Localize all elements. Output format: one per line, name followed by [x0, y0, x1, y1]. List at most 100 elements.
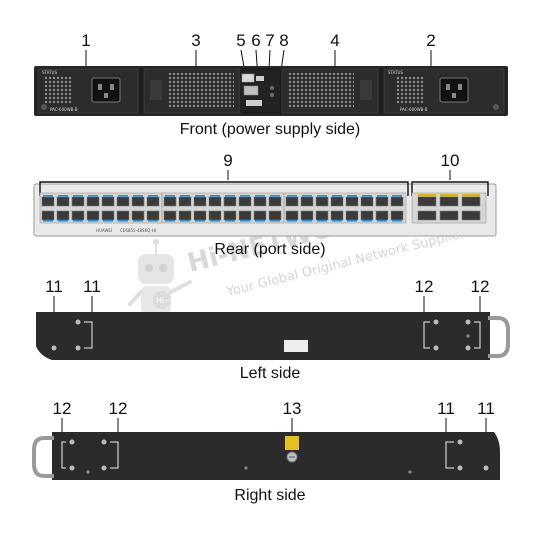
- sfp-port: [253, 196, 267, 207]
- sfp-port: [268, 210, 282, 221]
- sfp-port: [131, 210, 145, 221]
- usb-port-6: [256, 76, 264, 81]
- sfp-port: [163, 210, 177, 221]
- sfp-port: [330, 196, 344, 207]
- sfp-port: [390, 196, 404, 207]
- sfp-port: [41, 196, 55, 207]
- sfp-port: [285, 196, 299, 207]
- power-socket-right: [439, 77, 469, 103]
- psu-right-status: STATUS: [388, 70, 403, 75]
- front-view: 1 3 5 6 7 8 4 2: [34, 31, 508, 138]
- sfp-port: [41, 210, 55, 221]
- qsfp-port: [439, 210, 459, 221]
- sfp-port: [253, 210, 267, 221]
- sfp-port: [375, 210, 389, 221]
- fan-module-right: [281, 68, 379, 114]
- sfp-port: [360, 210, 374, 221]
- sfp-port: [375, 196, 389, 207]
- console-port-7: [243, 85, 259, 96]
- callout-1: 1: [81, 31, 90, 50]
- rear-caption: Rear (port side): [214, 241, 325, 258]
- left-mounting-ear: [488, 316, 510, 358]
- right-side-body: [52, 432, 500, 480]
- sfp-port: [238, 196, 252, 207]
- sfp-port: [178, 196, 192, 207]
- sfp-port: [163, 196, 177, 207]
- power-socket-left: [91, 77, 121, 103]
- sfp-port: [208, 210, 222, 221]
- sfp-port: [330, 210, 344, 221]
- sfp-port: [178, 210, 192, 221]
- sfp-port-group-3: [283, 192, 407, 224]
- sfp-port: [268, 196, 282, 207]
- left-side-body: [36, 312, 490, 360]
- sfp-port: [193, 196, 207, 207]
- callout-12-b: 12: [471, 277, 490, 296]
- psu-left-screw: [41, 104, 47, 110]
- sfp-port: [223, 210, 237, 221]
- sfp-port: [71, 196, 85, 207]
- sfp-port: [116, 196, 130, 207]
- psu-left-model: PAC-600WB-B: [50, 107, 78, 112]
- sfp-port: [71, 210, 85, 221]
- psu-right-model: PAC-600WB-B: [400, 107, 428, 112]
- rear-view: 9 10 HUAWEI CE6855-48S6Q-HI Rear (port s…: [33, 151, 497, 258]
- robot-mascot-logo: Hi~: [128, 239, 192, 314]
- rear-brand: HUAWEI: [96, 228, 112, 233]
- callout-9: 9: [223, 151, 232, 170]
- qsfp-port: [461, 210, 481, 221]
- qsfp-port: [417, 196, 437, 207]
- callout-11-b: 11: [83, 277, 101, 296]
- right-side-caption: Right side: [234, 487, 305, 504]
- sfp-port: [116, 210, 130, 221]
- sfp-port: [300, 196, 314, 207]
- sfp-port: [146, 196, 160, 207]
- callout-6: 6: [251, 31, 260, 50]
- callout-12-a: 12: [415, 277, 434, 296]
- sfp-port: [56, 196, 70, 207]
- psu-left: STATUS PAC-600WB-B: [37, 68, 139, 114]
- sfp-port: [86, 210, 100, 221]
- sfp-port: [315, 210, 329, 221]
- sfp-port: [285, 210, 299, 221]
- fan-module-left: [143, 68, 241, 114]
- sfp-port: [345, 210, 359, 221]
- psu-right-screw: [493, 104, 499, 110]
- sfp-port: [390, 210, 404, 221]
- sfp-port: [101, 210, 115, 221]
- callout-7: 7: [265, 31, 274, 50]
- callout-13: 13: [283, 399, 302, 418]
- ground-screw: [285, 436, 299, 463]
- qsfp-port: [461, 196, 481, 207]
- psu-left-status: STATUS: [42, 70, 57, 75]
- left-side-label: [284, 340, 308, 352]
- callout-11-c: 11: [437, 399, 455, 418]
- left-side-holes: [51, 319, 481, 351]
- callout-12-c: 12: [53, 399, 72, 418]
- sfp-port: [86, 196, 100, 207]
- sfp-port: [131, 196, 145, 207]
- sfp-port: [345, 196, 359, 207]
- callout-11-d: 11: [477, 399, 495, 418]
- sfp-port: [315, 196, 329, 207]
- sfp-port: [193, 210, 207, 221]
- sfp-port: [101, 196, 115, 207]
- qsfp-port: [417, 210, 437, 221]
- sfp-port: [56, 210, 70, 221]
- sfp-port-group-2: [161, 192, 285, 224]
- rear-model: CE6855-48S6Q-HI: [120, 228, 156, 233]
- psu-right: STATUS PAC-600WB-B: [383, 68, 505, 114]
- left-side-view: 11 11 12 12 Left side: [36, 277, 510, 382]
- sfp-port: [146, 210, 160, 221]
- sfp-port: [238, 210, 252, 221]
- callout-4: 4: [330, 31, 339, 50]
- callout-10: 10: [441, 151, 460, 170]
- callout-2: 2: [426, 31, 435, 50]
- mascot-badge: Hi~: [156, 296, 171, 305]
- sfp-port: [223, 196, 237, 207]
- sfp-port: [208, 196, 222, 207]
- sfp-port-group-1: [39, 192, 163, 224]
- right-mounting-ear: [32, 436, 54, 478]
- callout-5: 5: [236, 31, 245, 50]
